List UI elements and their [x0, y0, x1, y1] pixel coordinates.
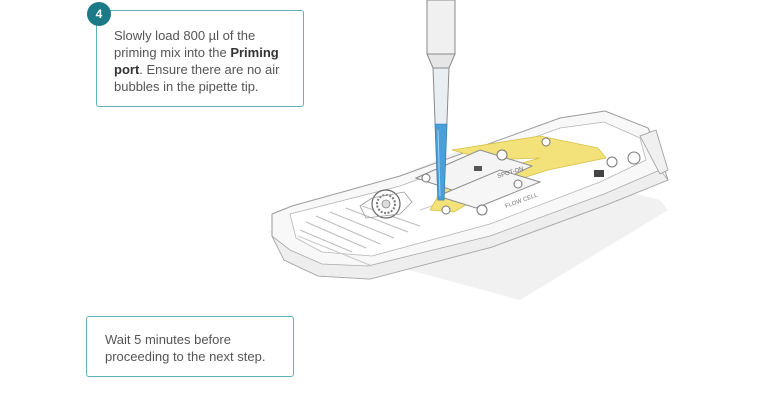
step-text-start: Slowly load 800 µl of the priming mix in… [114, 28, 256, 60]
step-text-end: . Ensure there are no air bubbles in the… [114, 62, 280, 94]
step-instruction-box: Slowly load 800 µl of the priming mix in… [96, 10, 304, 107]
screw-icon [421, 137, 641, 216]
step-number-badge: 4 [87, 2, 111, 26]
priming-port-label: Priming port [114, 45, 279, 77]
wait-note-box: Wait 5 minutes before proceeding to the … [86, 316, 294, 377]
pipette-icon [426, 0, 456, 201]
wait-note-text: Wait 5 minutes before proceeding to the … [105, 332, 266, 364]
